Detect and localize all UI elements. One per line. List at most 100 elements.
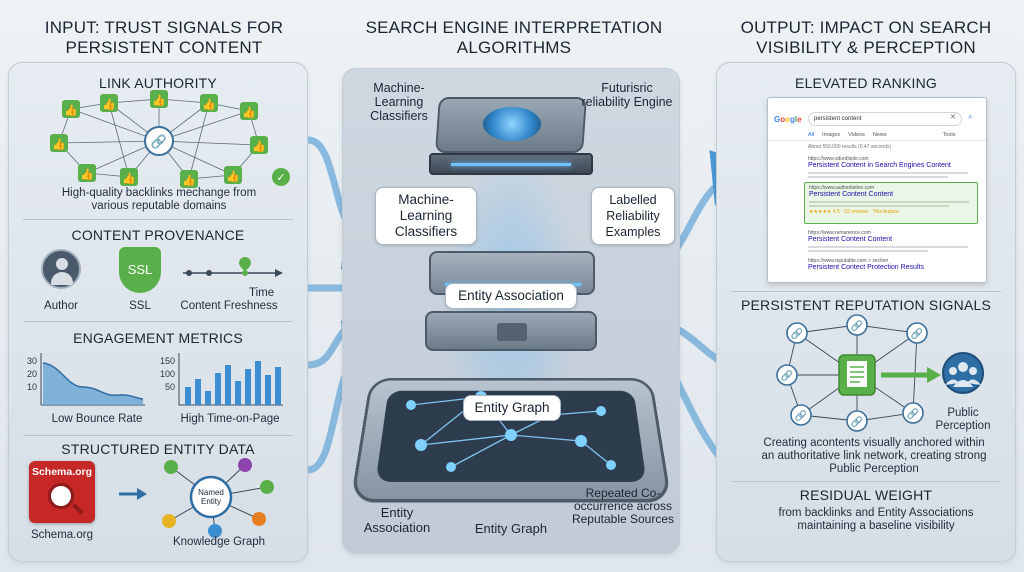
search-engine-logo: Google — [774, 115, 802, 124]
content-provenance-title: CONTENT PROVENANCE — [71, 227, 245, 243]
svg-text:🔗: 🔗 — [795, 409, 808, 422]
entity-association-bottom-label: Entity Association — [363, 505, 431, 535]
engine-panel: Machine-Learning Classifiers Futurisric … — [342, 68, 680, 554]
time-on-page-bar-chart — [178, 353, 283, 406]
svg-text:👍: 👍 — [226, 170, 240, 183]
svg-text:👍: 👍 — [182, 174, 196, 187]
ml-classifiers-top-label: Machine-Learning Classifiers — [370, 81, 428, 123]
svg-text:🔗: 🔗 — [851, 415, 864, 428]
chain-link-icon — [776, 314, 928, 432]
residual-weight-title: RESIDUAL WEIGHT — [799, 487, 933, 503]
author-label: Author — [44, 300, 78, 312]
svg-text:👍: 👍 — [52, 138, 66, 151]
engine-column-title: SEARCH ENGINE INTERPRETATION ALGORITHMS — [365, 18, 663, 57]
reputation-network-diagram: 🔗 🔗 🔗 🔗 🔗 🔗 🔗 — [776, 314, 984, 432]
divider — [731, 291, 1001, 292]
knowledge-graph-diagram — [162, 458, 274, 538]
search-result[interactable]: https://www.remanence.com Persistent Con… — [808, 230, 978, 252]
svg-text:👍: 👍 — [202, 98, 216, 111]
named-entity-node — [189, 475, 233, 519]
schema-badge-text: Schema.org — [31, 466, 93, 478]
search-tabs: All Images Videos News Tools — [808, 132, 956, 138]
arrow-right-icon — [119, 488, 147, 500]
reputation-caption: Creating acontents visually anchored wit… — [761, 437, 987, 475]
ssl-badge-text: SSL — [127, 262, 153, 277]
content-freshness-label: Content Freshness — [180, 300, 278, 312]
tab-images[interactable]: Images — [822, 132, 841, 138]
reputation-signals-title: PERSISTENT REPUTATION SIGNALS — [740, 297, 992, 313]
tab-videos[interactable]: Videos — [848, 132, 865, 138]
reliability-engine-label: Futurisric reliability Engine — [581, 81, 673, 109]
divider — [731, 481, 1001, 482]
svg-text:👍: 👍 — [64, 104, 78, 117]
svg-text:👍: 👍 — [102, 98, 116, 111]
output-column-title: OUTPUT: IMPACT ON SEARCH VISIBILITY & PE… — [740, 18, 992, 57]
rating-stars: ★★★★★ 4.5 · 92 reviews · This feature — [809, 209, 899, 215]
reliability-examples-box: Labelled Reliability Examples — [591, 187, 675, 245]
engagement-metrics-title: ENGAGEMENT METRICS — [73, 330, 243, 346]
result-count: About 550,000 results (0.47 seconds) — [808, 144, 892, 150]
svg-text:🔗: 🔗 — [907, 407, 920, 420]
svg-text:🔗: 🔗 — [791, 327, 804, 340]
gear-brain-icon — [483, 107, 541, 141]
bounce-rate-area-chart — [40, 353, 145, 406]
search-input[interactable]: persistent content — [808, 112, 962, 126]
input-column-title: INPUT: TRUST SIGNALS FOR PERSISTENT CONT… — [44, 18, 284, 57]
ssl-shield-icon: SSL — [119, 247, 161, 293]
magnifier-icon — [48, 483, 74, 509]
thumbs-up-icon — [50, 90, 268, 188]
svg-text:🔗: 🔗 — [851, 319, 864, 332]
entity-graph-network — [406, 391, 616, 472]
tab-all[interactable]: All — [808, 132, 815, 138]
connector-port-icon — [497, 323, 527, 341]
server-top-block — [425, 97, 597, 189]
elevated-ranking-title: ELEVATED RANKING — [795, 75, 937, 91]
svg-text:🔗: 🔗 — [781, 369, 794, 382]
svg-text:🔗: 🔗 — [151, 133, 167, 150]
divider — [23, 219, 293, 220]
public-perception-label: Public Perception — [935, 407, 991, 432]
knowledge-graph-label: Knowledge Graph — [172, 536, 266, 548]
low-bounce-rate-label: Low Bounce Rate — [51, 413, 143, 425]
schema-org-badge: Schema.org — [29, 461, 95, 523]
search-results-screenshot: Google persistent content ✕ ⌕ All Images… — [767, 97, 987, 283]
time-on-page-chart-ticks: 150 100 50 — [159, 356, 175, 392]
named-entity-label: Named Entity — [198, 488, 224, 506]
svg-text:👍: 👍 — [252, 140, 266, 153]
svg-text:👍: 👍 — [242, 106, 256, 119]
svg-text:👍: 👍 — [152, 94, 166, 107]
link-authority-caption: High-quality backlinks mechange from var… — [61, 187, 257, 212]
entity-graph-box: Entity Graph — [463, 395, 561, 421]
author-avatar-icon — [41, 249, 81, 289]
search-icon[interactable]: ⌕ — [968, 112, 973, 121]
repeated-cooccurrence-label: Repeated Co-occurrence across Reputable … — [571, 486, 675, 526]
ml-classifiers-box: Machine-Learning Classifiers — [375, 187, 477, 245]
svg-text:👍: 👍 — [122, 172, 136, 185]
search-result[interactable]: https://www.reputable.com > section Pers… — [808, 258, 924, 271]
highlighted-search-result[interactable]: https://www.authoritative.com Persistent… — [804, 182, 978, 224]
chain-link-icon — [144, 126, 174, 156]
location-pin-icon — [239, 257, 251, 271]
tab-tools[interactable]: Tools — [942, 132, 956, 138]
residual-weight-caption: from backlinks and Entity Associations m… — [778, 507, 974, 532]
divider — [23, 321, 293, 322]
svg-text:👍: 👍 — [80, 168, 94, 181]
high-time-on-page-label: High Time-on-Page — [180, 413, 280, 425]
freshness-timeline — [183, 257, 283, 277]
time-axis-label: Time — [249, 287, 275, 299]
link-authority-title: LINK AUTHORITY — [99, 75, 217, 91]
ssl-label: SSL — [129, 300, 151, 312]
output-panel: ELEVATED RANKING Google persistent conte… — [716, 62, 1016, 562]
structured-entity-data-title: STRUCTURED ENTITY DATA — [61, 441, 255, 457]
bounce-chart-ticks: 30 20 10 — [26, 356, 37, 392]
entity-association-box: Entity Association — [445, 283, 577, 309]
search-result[interactable]: https://www.sdurdlsple.com Persistent Co… — [808, 156, 978, 178]
tab-news[interactable]: News — [872, 132, 887, 138]
divider — [23, 435, 293, 436]
server-lower-block — [425, 311, 597, 351]
svg-text:🔗: 🔗 — [911, 327, 924, 340]
checkmark-badge-icon — [272, 168, 290, 186]
input-panel: LINK AUTHORITY — [8, 62, 308, 562]
svg-text:✓: ✓ — [276, 171, 285, 184]
close-icon[interactable]: ✕ — [950, 114, 956, 121]
